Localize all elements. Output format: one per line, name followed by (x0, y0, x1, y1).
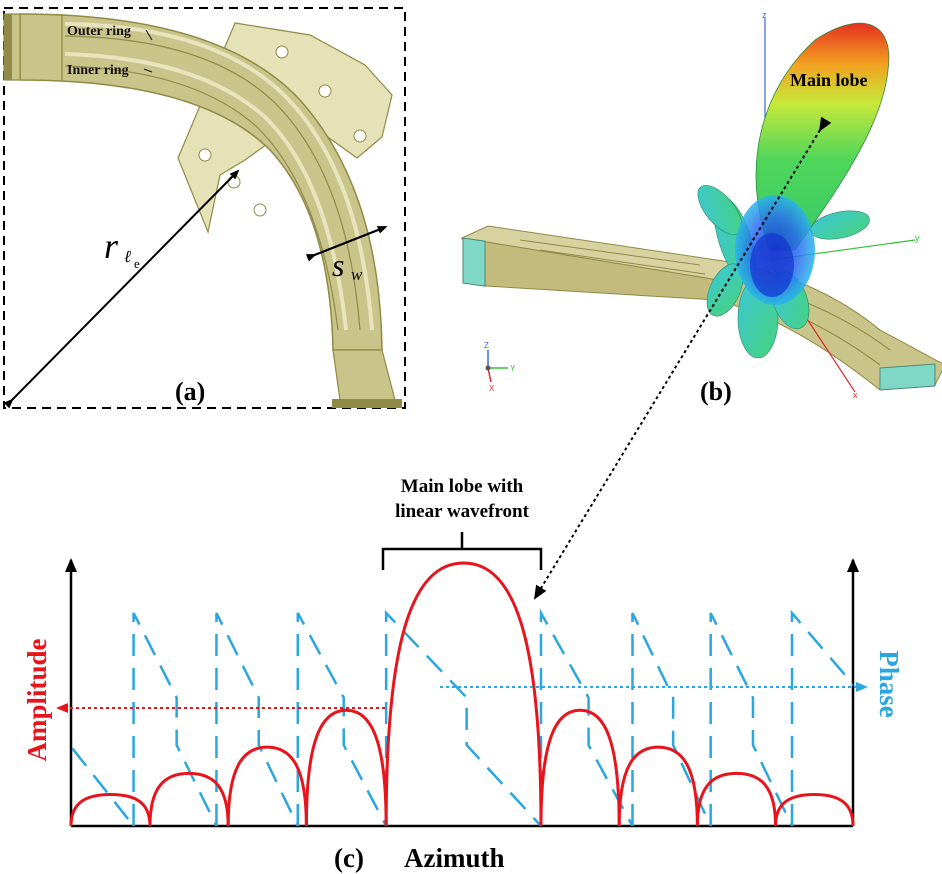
panel-a: Outer ring Inner ring r ℓ e s w (a) (3, 7, 406, 409)
radius-subscript: ℓ (124, 247, 131, 266)
azimuth-label: Azimuth (404, 843, 505, 873)
iso-right-port (879, 363, 936, 391)
annotation-line-1: Main lobe with (401, 476, 524, 497)
phase-segment-8 (790, 609, 853, 826)
amplitude-lobe-4 (384, 561, 543, 827)
phase-segment-6 (631, 612, 712, 826)
amplitude-lobe-3 (304, 708, 388, 827)
amplitude-lobe-8 (774, 792, 855, 827)
panel-c-caption: (c) (334, 843, 364, 873)
flange-hole (353, 129, 367, 143)
main-lobe-label: Main lobe (790, 70, 868, 90)
outer-ring-label: Outer ring (67, 24, 131, 39)
radius-subsubscript: e (134, 256, 140, 271)
x-axis-label: x (853, 390, 858, 400)
amplitude-lobe-6 (617, 745, 699, 827)
phase-segment-3 (296, 612, 388, 826)
main-lobe-bracket (381, 532, 543, 570)
flange-hole (253, 203, 267, 217)
phase-segment-1 (132, 612, 218, 826)
left-port (4, 14, 12, 80)
width-arrow (305, 226, 388, 262)
phase-layer (71, 608, 853, 826)
triad-y-label: Y (510, 364, 516, 373)
y-axis-label: y (915, 233, 920, 243)
panel-b: z y x Main lobe Z Y X (b) (460, 10, 942, 600)
inner-ring-label: Inner ring (67, 63, 129, 78)
panel-a-caption: (a) (175, 377, 205, 406)
flange-hole (275, 45, 289, 59)
amplitude-lobe-7 (695, 771, 778, 827)
triad-x-label: X (489, 384, 495, 393)
main-lobe-pointer (533, 116, 832, 600)
lobe-core-dense (750, 233, 794, 297)
amplitude-label: Amplitude (22, 638, 52, 761)
phase-segment-7 (709, 612, 794, 826)
panel-b-caption: (b) (700, 377, 732, 406)
flange-hole (318, 84, 332, 98)
amplitude-layer (69, 561, 855, 827)
width-symbol: s (332, 247, 344, 283)
radius-arrow (3, 169, 240, 409)
bottom-taper (332, 349, 396, 401)
inner-ring-leader (143, 68, 153, 73)
amplitude-lobe-2 (226, 745, 308, 827)
annotation-line-2: linear wavefront (395, 501, 530, 522)
amplitude-lobe-5 (539, 708, 621, 827)
iso-left-port (462, 237, 486, 287)
panel-c: Main lobe with linear wavefront Amplitud… (22, 476, 904, 873)
flange-hole (227, 175, 241, 189)
phase-label: Phase (874, 650, 904, 718)
triad-z-label: Z (484, 341, 489, 350)
coordinate-triad: Z Y X (484, 341, 516, 393)
triad-origin (485, 365, 491, 371)
bottom-port (332, 399, 402, 408)
flange-hole (198, 148, 212, 162)
radius-symbol: r (104, 226, 119, 266)
z-axis-label: z (762, 10, 767, 20)
amplitude-lobe-1 (148, 771, 230, 827)
phase-segment-5 (539, 608, 634, 826)
outer-ring-leader (145, 29, 153, 41)
width-subscript: w (351, 265, 363, 284)
amplitude-lobe-0 (69, 792, 152, 827)
phase-segment-2 (215, 612, 299, 826)
phase-segment-4 (384, 609, 542, 826)
